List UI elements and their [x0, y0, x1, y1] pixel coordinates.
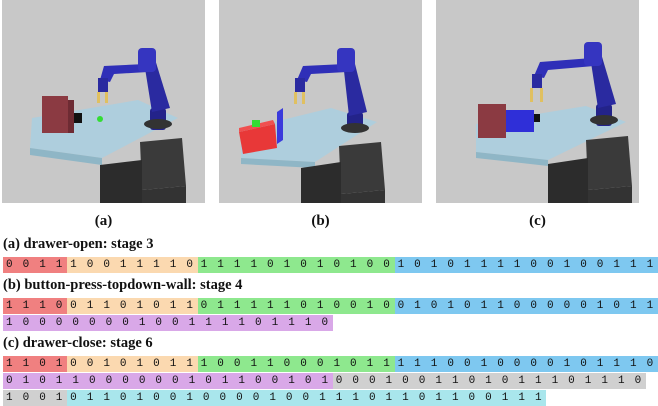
- bit-segment: 0 1 1 0 1 0 0 1 0 0 0 0 1 0 0 1 1 1 0 1 …: [67, 390, 547, 406]
- bit-segment: 1 0 0 0 0 0 0 0 1 0 0 1 1 1 1 0 1 1 1 0: [3, 315, 333, 331]
- bit-segment: 1 0 0 1 1 0 0 0 1 0 1 1: [197, 356, 395, 372]
- bit-segment: 1 1 0 1: [3, 356, 68, 372]
- task-title-drawer-close: (c) drawer-close: stage 6: [3, 335, 153, 351]
- bit-segment: 1 0 0 1 1 1 1 0: [67, 257, 198, 273]
- task-title-button-press-topdown-wall: (b) button-press-topdown-wall: stage 4: [3, 277, 243, 293]
- scene-panel-drawer-close: [436, 0, 639, 203]
- bit-segment: 0 1 0 1 1 0 0 0 0 0 0 1 0 1 1 0 0 1 0 1: [3, 373, 333, 389]
- scene-panel-drawer-open: [2, 0, 205, 203]
- bit-segment: 0 0 1 1: [3, 257, 68, 273]
- task-title-drawer-open: (a) drawer-open: stage 3: [3, 236, 154, 252]
- bit-segment: 1 1 1 0 0 1 0 0 0 0 1 0 1 1 1 0: [394, 356, 658, 372]
- scene-render-drawer-close: [436, 0, 639, 203]
- bit-segment: 0 0 0 1 0 0 1 1 0 1 0 1 1 1 0 1 1 1 0: [332, 373, 646, 389]
- bit-segment: 0 1 1 1 1 1 0 1 0 0 1 0: [197, 298, 395, 314]
- bit-segment: 0 1 0 1 0 1 1 0 0 0 0 0 1 0 1 1: [394, 298, 658, 314]
- panel-label-a: (a): [94, 213, 113, 229]
- bit-segment: 1 0 1 0 1 1 1 1 0 0 1 0 0 1 1 1: [394, 257, 658, 273]
- bit-segment: 0 1 1 0 1 0 1 1: [67, 298, 198, 314]
- bit-row: 1 0 0 0 0 0 0 0 1 0 0 1 1 1 1 0 1 1 1 0: [3, 315, 333, 331]
- scene-panel-button-press-topdown-wall: [219, 0, 422, 203]
- panel-label-b: (b): [311, 213, 330, 229]
- bit-segment: 1 0 0 1: [3, 390, 68, 406]
- panel-label-c: (c): [529, 213, 546, 229]
- scene-render-button-press-topdown-wall: [219, 0, 422, 203]
- bit-segment: 1 1 1 1 0 1 0 1 0 1 0 0: [197, 257, 395, 273]
- bit-segment: 1 1 1 0: [3, 298, 68, 314]
- scene-render-drawer-open: [2, 0, 205, 203]
- bit-segment: 0 0 1 0 1 0 1 1: [67, 356, 198, 372]
